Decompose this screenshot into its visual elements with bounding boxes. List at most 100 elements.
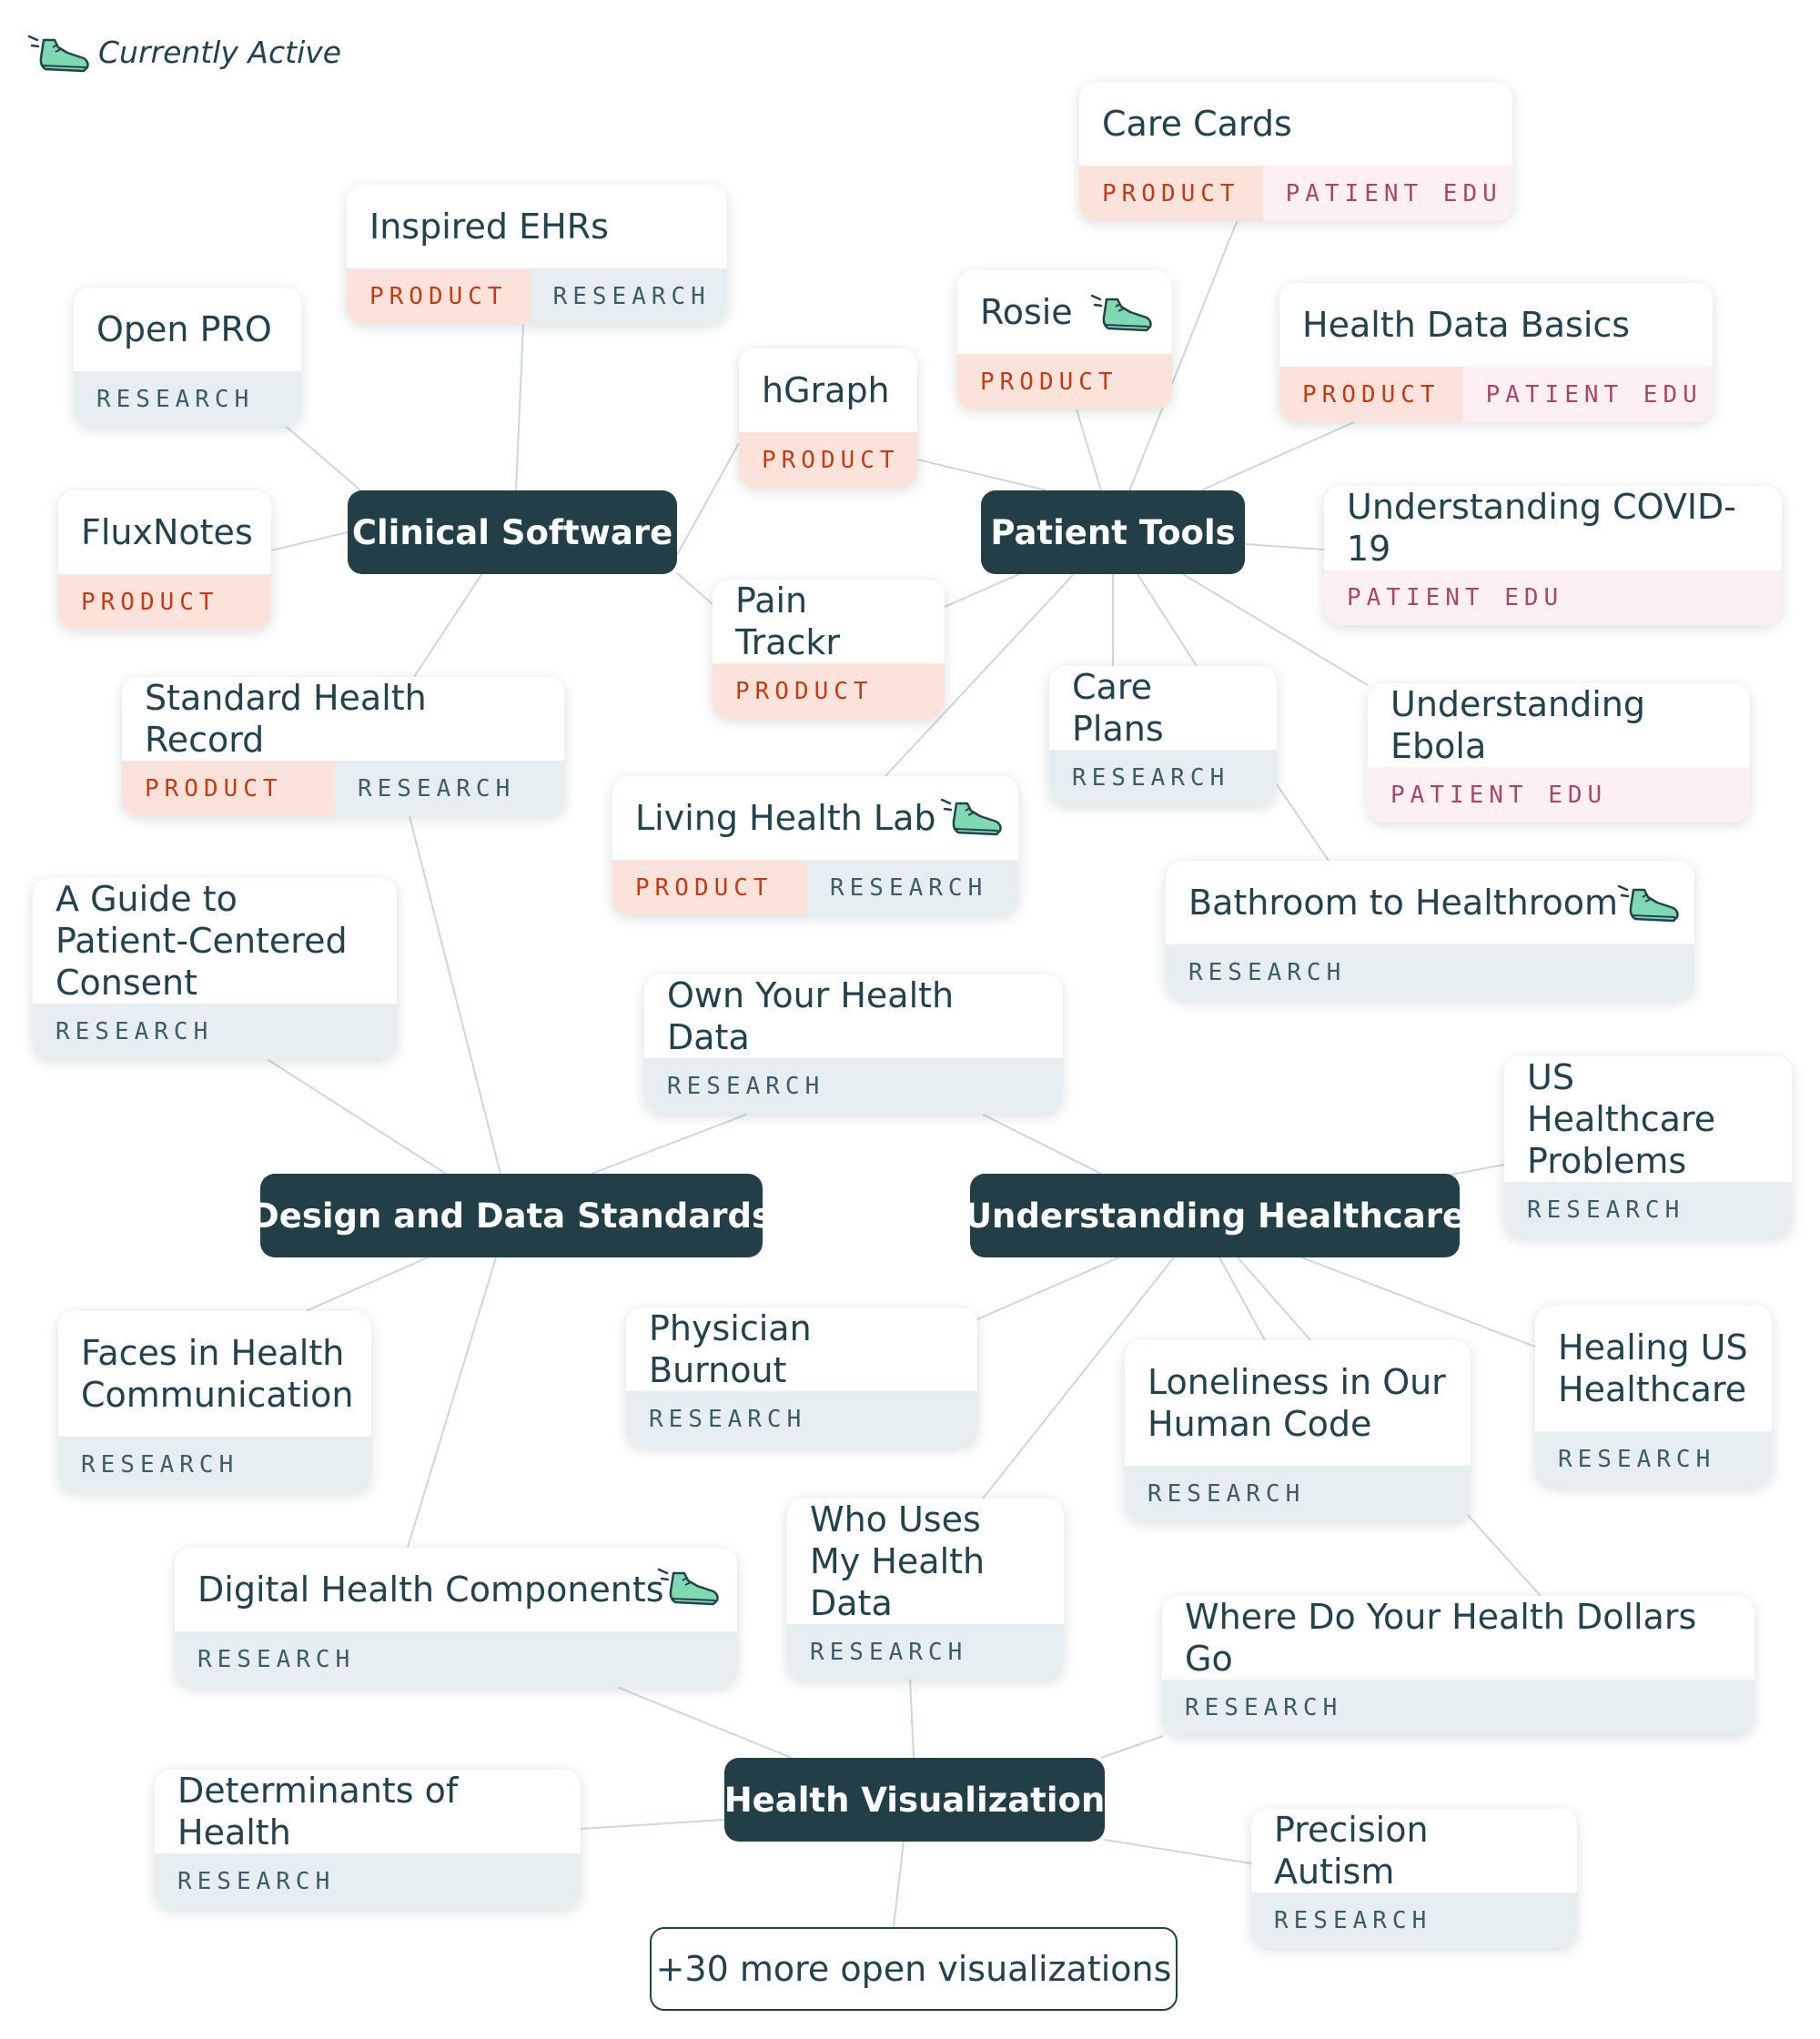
tag-research: RESEARCH	[530, 268, 727, 324]
connector-line	[909, 1678, 915, 1759]
project-card-fluxnotes[interactable]: FluxNotes PRODUCT	[58, 490, 271, 630]
project-card-pain-trackr[interactable]: Pain Trackr PRODUCT	[713, 580, 945, 719]
connector-line	[1300, 1257, 1536, 1348]
project-card-understanding-covid[interactable]: Understanding COVID-19 PATIENT EDU	[1324, 486, 1782, 625]
hub-design-data-standards[interactable]: Design and Data Standards	[251, 1174, 772, 1257]
tag-research: RESEARCH	[1125, 1466, 1471, 1521]
connector-line	[1076, 409, 1102, 491]
project-card-digital-health-components[interactable]: Digital Health Components RESEARCH	[175, 1548, 737, 1687]
project-card-rosie[interactable]: Rosie PRODUCT	[957, 270, 1172, 409]
connector-line	[305, 1257, 429, 1312]
connector-line	[1200, 420, 1357, 491]
connector-line	[1237, 1257, 1311, 1341]
sneaker-icon	[27, 35, 89, 73]
project-card-health-dollars[interactable]: Where Do Your Health Dollars Go RESEARCH	[1162, 1596, 1754, 1735]
tag-research: RESEARCH	[1251, 1893, 1577, 1948]
sneaker-icon	[1617, 884, 1679, 923]
tag-research: RESEARCH	[335, 761, 564, 816]
project-title: hGraph	[762, 370, 890, 410]
project-title: FluxNotes	[81, 512, 253, 552]
connector-line	[1218, 1257, 1266, 1341]
project-title: Care Cards	[1102, 104, 1292, 144]
project-title: Pain Trackr	[735, 580, 841, 662]
tag-product: PRODUCT	[1279, 367, 1463, 422]
tag-product: PRODUCT	[1079, 166, 1263, 221]
sneaker-icon	[1090, 294, 1152, 332]
project-title: Loneliness in Our Human Code	[1148, 1362, 1446, 1444]
tag-research: RESEARCH	[644, 1058, 1063, 1114]
hub-clinical-software[interactable]: Clinical Software	[348, 490, 677, 574]
project-card-faces-health-comm[interactable]: Faces in Health Communication RESEARCH	[58, 1311, 371, 1492]
tag-product: PRODUCT	[713, 663, 945, 719]
tag-research: RESEARCH	[1504, 1182, 1792, 1237]
project-card-open-pro[interactable]: Open PRO RESEARCH	[74, 288, 301, 427]
project-card-guide-consent[interactable]: A Guide to Patient-Centered Consent RESE…	[33, 878, 397, 1059]
tag-product: PRODUCT	[957, 354, 1172, 409]
connector-line	[1182, 573, 1369, 686]
project-title: Digital Health Components	[197, 1570, 664, 1610]
sneaker-icon	[657, 1568, 719, 1606]
project-title: Care Plans	[1072, 667, 1164, 749]
project-title: Own Your Health Data	[667, 975, 955, 1057]
tag-patient-edu: PATIENT EDU	[1368, 767, 1750, 823]
more-visualizations-button[interactable]: +30 more open visualizations	[650, 1927, 1178, 2011]
project-title: Faces in Health Communication	[81, 1333, 354, 1415]
connector-line	[916, 459, 1047, 491]
project-title: Open PRO	[96, 309, 272, 349]
hub-health-visualization[interactable]: Health Visualization	[724, 1758, 1105, 1842]
project-card-physician-burnout[interactable]: Physician Burnout RESEARCH	[626, 1307, 977, 1447]
tag-research: RESEARCH	[1049, 750, 1277, 805]
project-title: US Healthcare Problems	[1527, 1057, 1716, 1181]
connector-line	[944, 573, 1020, 608]
project-card-loneliness[interactable]: Loneliness in Our Human Code RESEARCH	[1125, 1340, 1471, 1521]
connector-line	[1276, 783, 1330, 862]
project-card-us-healthcare-problems[interactable]: US Healthcare Problems RESEARCH	[1504, 1056, 1792, 1237]
project-title: Determinants of Health	[177, 1771, 459, 1852]
project-title: Understanding Ebola	[1390, 684, 1645, 766]
project-card-determinants-health[interactable]: Determinants of Health RESEARCH	[155, 1770, 581, 1909]
connector-line	[982, 1257, 1175, 1499]
connector-line	[676, 442, 740, 556]
connector-line	[409, 815, 501, 1175]
project-title: Standard Health Record	[145, 678, 427, 760]
project-title: Bathroom to Healthroom	[1188, 883, 1619, 923]
hub-understanding-healthcare[interactable]: Understanding Healthcare	[965, 1174, 1465, 1257]
connector-line	[618, 1687, 793, 1759]
project-card-care-plans[interactable]: Care Plans RESEARCH	[1049, 666, 1277, 805]
project-title: Physician Burnout	[649, 1308, 812, 1390]
connector-line	[676, 572, 713, 605]
project-card-bathroom-healthroom[interactable]: Bathroom to Healthroom RESEARCH	[1166, 861, 1694, 1000]
tag-research: RESEARCH	[58, 1437, 371, 1492]
connector-line	[1100, 1735, 1164, 1759]
connector-line	[1137, 573, 1198, 667]
connector-line	[1104, 1839, 1252, 1864]
tag-product: PRODUCT	[58, 574, 271, 630]
connector-line	[982, 1114, 1102, 1175]
project-card-precision-autism[interactable]: Precision Autism RESEARCH	[1251, 1809, 1577, 1948]
tag-product: PRODUCT	[612, 860, 807, 915]
tag-patient-edu: PATIENT EDU	[1324, 570, 1782, 625]
connector-line	[591, 1114, 747, 1175]
project-title: A Guide to Patient-Centered Consent	[56, 879, 348, 1003]
tag-patient-edu: PATIENT EDU	[1462, 367, 1713, 422]
tag-product: PRODUCT	[122, 761, 335, 816]
project-card-hgraph[interactable]: hGraph PRODUCT	[739, 348, 917, 488]
project-card-healing-us-healthcare[interactable]: Healing US Healthcare RESEARCH	[1535, 1306, 1772, 1487]
tag-research: RESEARCH	[626, 1391, 977, 1447]
project-title: Living Health Lab	[635, 798, 936, 838]
project-card-understanding-ebola[interactable]: Understanding Ebola PATIENT EDU	[1368, 683, 1750, 823]
connector-line	[270, 531, 349, 551]
tag-research: RESEARCH	[74, 371, 301, 427]
project-card-who-uses-data[interactable]: Who Uses My Health Data RESEARCH	[787, 1499, 1064, 1680]
tag-research: RESEARCH	[1535, 1431, 1772, 1487]
hub-patient-tools[interactable]: Patient Tools	[981, 490, 1245, 574]
tag-research: RESEARCH	[1162, 1680, 1754, 1735]
project-card-own-your-data[interactable]: Own Your Health Data RESEARCH	[644, 974, 1063, 1114]
tag-research: RESEARCH	[1166, 944, 1694, 1000]
